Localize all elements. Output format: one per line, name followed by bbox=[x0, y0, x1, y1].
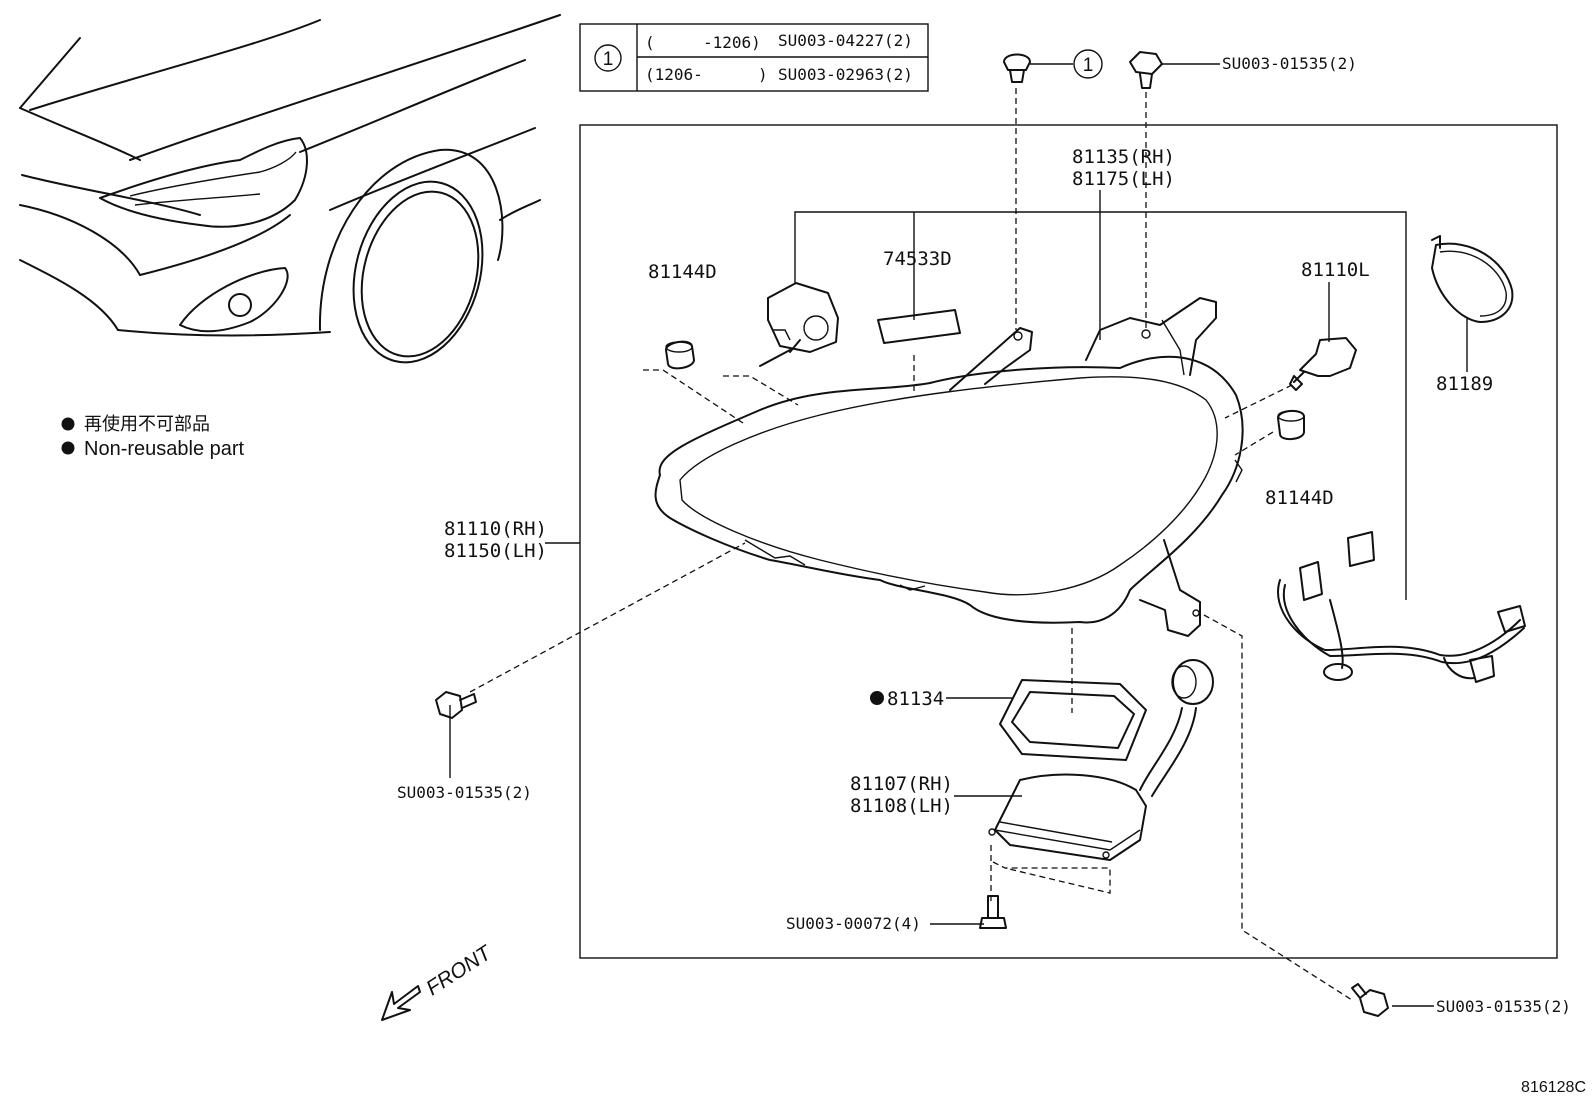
bullet-dot-icon bbox=[61, 417, 75, 431]
bolt-bottom-right-code: SU003-01535(2) bbox=[1436, 997, 1571, 1016]
gasket-label: 81134 bbox=[887, 688, 944, 710]
ballast-part bbox=[988, 659, 1214, 861]
ref-row-2-code: SU003-02963(2) bbox=[778, 65, 913, 84]
leader-lines bbox=[449, 190, 1468, 1007]
bulb-part bbox=[1289, 337, 1357, 391]
top-fasteners: 1 SU003-01535(2) bbox=[1003, 49, 1357, 89]
bullet-dot-icon bbox=[870, 691, 884, 705]
gasket-part bbox=[999, 679, 1147, 761]
ref-row-2-open: (1206- bbox=[645, 65, 703, 84]
cap-left-label: 81144D bbox=[648, 261, 717, 283]
legend: 再使用不可部品 Non-reusable part bbox=[61, 414, 245, 460]
front-arrow-icon: FRONT bbox=[381, 940, 497, 1021]
bracket-lh-label: 81175(LH) bbox=[1072, 168, 1175, 190]
leveling-actuator-part bbox=[759, 282, 839, 367]
legend-text-en: Non-reusable part bbox=[84, 438, 245, 460]
ref-row-1-open: ( bbox=[645, 33, 655, 52]
screw-code: SU003-00072(4) bbox=[786, 914, 921, 933]
reference-table: 1 ( -1206) SU003-04227(2) (1206- ) SU003… bbox=[579, 23, 929, 92]
cap-left-part bbox=[665, 340, 695, 370]
front-direction-label: FRONT bbox=[422, 940, 497, 1000]
vehicle-overview bbox=[19, 14, 561, 364]
ref-row-2-end: ) bbox=[758, 65, 768, 84]
bullet-dot-icon bbox=[61, 441, 75, 455]
legend-text-ja: 再使用不可部品 bbox=[84, 414, 210, 434]
ring-part bbox=[1431, 235, 1514, 323]
bracket-rh-label: 81135(RH) bbox=[1072, 146, 1175, 168]
headlamp-assembly bbox=[654, 297, 1244, 637]
assembly-frame bbox=[579, 124, 1558, 959]
clip-icon bbox=[1003, 53, 1031, 83]
bolt-icon bbox=[435, 691, 477, 719]
wire-harness-part bbox=[1277, 531, 1526, 683]
ballast-lh-label: 81108(LH) bbox=[850, 795, 953, 817]
screw-icon bbox=[979, 895, 1007, 929]
bolt-left-code: SU003-01535(2) bbox=[397, 783, 532, 802]
clip-ref-mark: 1 bbox=[1083, 55, 1094, 76]
ring-label: 81189 bbox=[1436, 373, 1493, 395]
label-part bbox=[877, 309, 961, 344]
ref-mark: 1 bbox=[603, 49, 614, 70]
cap-right-label: 81144D bbox=[1265, 487, 1334, 509]
bolt-top-code: SU003-01535(2) bbox=[1222, 54, 1357, 73]
label-part-label: 74533D bbox=[883, 248, 952, 270]
bulb-label: 81110L bbox=[1301, 259, 1370, 281]
bolt-icon bbox=[1129, 51, 1163, 89]
headlamp-rh-label: 81110(RH) bbox=[444, 518, 547, 540]
bolt-icon bbox=[1351, 983, 1389, 1017]
cap-right-part bbox=[1277, 410, 1305, 440]
ballast-rh-label: 81107(RH) bbox=[850, 773, 953, 795]
drawing-number: 816128C bbox=[1521, 1079, 1586, 1096]
assembly-dashed-lines bbox=[469, 88, 1353, 1001]
ref-row-1-code: SU003-04227(2) bbox=[778, 31, 913, 50]
ref-row-1-end: -1206) bbox=[703, 33, 761, 52]
headlamp-lh-label: 81150(LH) bbox=[444, 540, 547, 562]
